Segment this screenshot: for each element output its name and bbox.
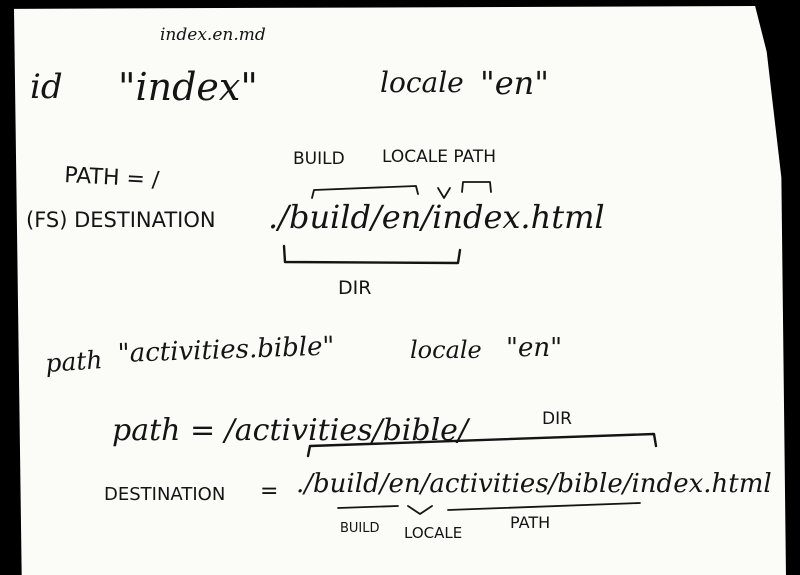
locale-underline — [407, 505, 433, 515]
fs-destination-value: ./build/en/index.html — [268, 198, 605, 236]
fs-destination-label: (FS) DESTINATION — [26, 208, 216, 232]
second-path-word: PATH — [510, 513, 550, 532]
id-value: "index" — [118, 65, 258, 109]
path-underline — [447, 502, 641, 511]
second-dir-bracket — [306, 432, 658, 458]
second-dir-label: DIR — [542, 409, 572, 429]
locale-value: "en" — [480, 64, 549, 102]
build-bracket — [311, 185, 419, 199]
path-bracket — [461, 181, 492, 193]
path-equals-root: PATH = / — [64, 163, 161, 193]
second-build-label: BUILD — [340, 521, 380, 536]
locale-arrow — [437, 187, 451, 199]
second-locale-label: locale — [410, 336, 482, 364]
paper-sheet — [14, 6, 786, 575]
dir-bracket — [282, 244, 462, 265]
build-label: BUILD — [293, 149, 345, 169]
second-locale-value: "en" — [506, 333, 562, 363]
second-destination-label: DESTINATION — [104, 484, 225, 505]
build-underline — [337, 505, 399, 509]
id-label: id — [30, 67, 63, 107]
second-destination-equals: = — [260, 479, 278, 504]
second-path-label: path — [44, 345, 103, 378]
file-annotation: index.en.md — [160, 25, 266, 45]
second-path-value: "activities.bible" — [117, 331, 335, 369]
dir-label: DIR — [338, 277, 371, 299]
second-locale-label: LOCALE — [404, 524, 462, 542]
locale-path-label: LOCALE PATH — [382, 147, 496, 167]
second-destination-value: ./build/en/activities/bible/index.html — [296, 469, 772, 499]
locale-label: locale — [380, 66, 464, 99]
